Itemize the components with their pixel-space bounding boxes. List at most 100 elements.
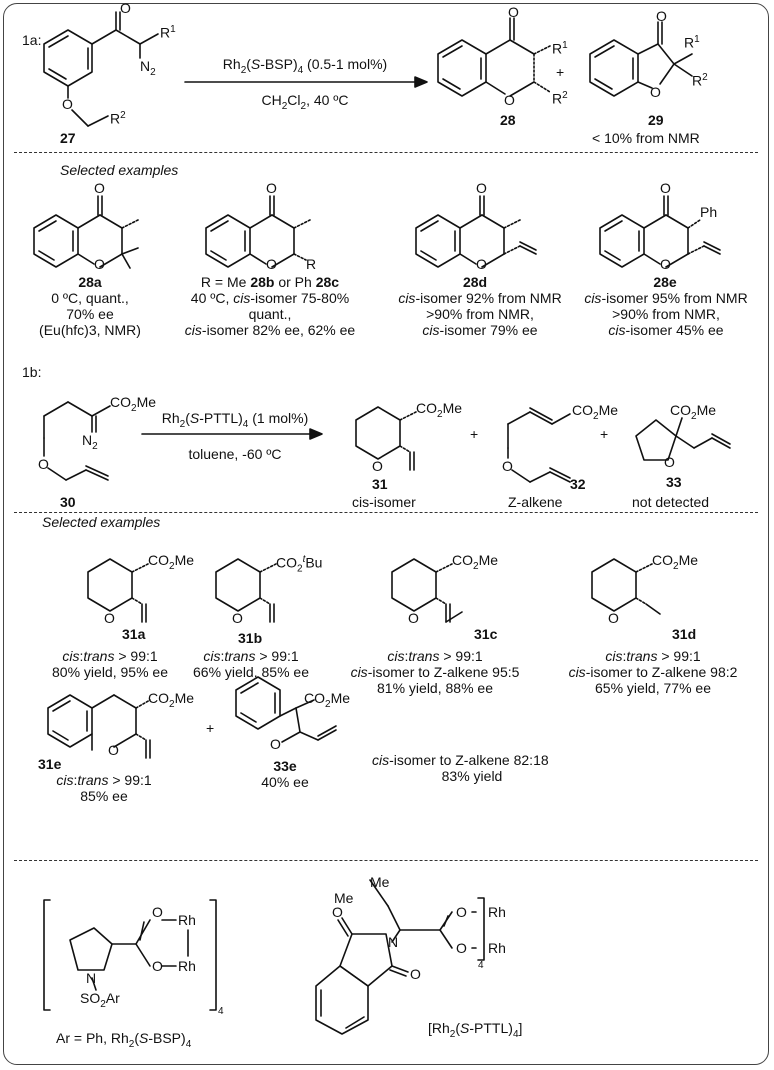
heading-selected-examples-1b: Selected examples xyxy=(42,514,161,530)
co2me-31a: CO2Me xyxy=(148,552,195,572)
atom-o-bsp-2: O xyxy=(152,958,163,974)
atom-o2-28e: O xyxy=(660,256,671,272)
conditions-1a: CH2Cl2, 40 ºC xyxy=(261,92,349,112)
atom-o2-28a: O xyxy=(94,256,105,272)
panel-label-1a: 1a: xyxy=(22,32,42,48)
compound-label-28a: 28a xyxy=(78,274,102,290)
atom-o-27: O xyxy=(120,0,131,16)
note-28a-3: (Eu(hfc)3, NMR) xyxy=(39,322,141,338)
compound-label-27: 27 xyxy=(60,130,76,146)
figure-frame xyxy=(3,3,769,1065)
compound-label-31c: 31c xyxy=(474,626,498,642)
note-28e-2: >90% from NMR, xyxy=(612,306,720,322)
r1-29: R1 xyxy=(684,34,700,51)
rh-bsp-1: Rh xyxy=(178,912,196,928)
atom-o-bsp-1: O xyxy=(152,904,163,920)
atom-o-28a: O xyxy=(94,180,105,196)
ratio-31c: cis:trans > 99:1 xyxy=(387,648,483,664)
co2me-33e: CO2Me xyxy=(304,690,351,710)
compound-label-32: 32 xyxy=(570,476,586,492)
structure-28a xyxy=(33,195,139,269)
structure-31 xyxy=(355,406,417,471)
note-28bc-2: quant., xyxy=(248,306,292,322)
structure-31c xyxy=(391,558,463,623)
yield-31c: 81% yield, 88% ee xyxy=(377,680,493,696)
atom-o-33: O xyxy=(664,454,675,470)
r2-28: R2 xyxy=(552,90,568,107)
compound-label-28e: 28e xyxy=(653,274,677,290)
note-32: Z-alkene xyxy=(508,494,563,510)
atom-o-28: O xyxy=(508,4,519,20)
divider-catalysts xyxy=(14,860,758,861)
plus-31e-33e: + xyxy=(206,720,215,736)
note-29: < 10% from NMR xyxy=(592,130,700,146)
atom-o-31d: O xyxy=(608,610,619,626)
rh-pttl-1: Rh xyxy=(488,904,506,920)
compound-label-31a: 31a xyxy=(122,626,146,642)
structure-28 xyxy=(437,17,551,97)
structure-rh2-s-pttl4 xyxy=(315,879,485,1035)
structure-30 xyxy=(43,401,111,481)
atom-o2-27: O xyxy=(62,96,73,112)
structure-33e xyxy=(235,676,337,743)
selectivity-31c: cis-isomer to Z-alkene 95:5 xyxy=(350,664,520,680)
co2me-30: CO2Me xyxy=(110,394,157,414)
atom-o-29: O xyxy=(656,8,667,24)
co2tbu-31b: CO2tBu xyxy=(276,554,323,575)
ratio-31a: cis:trans > 99:1 xyxy=(62,648,158,664)
atom-n-bsp: N xyxy=(86,970,97,986)
caption-rh2-s-bsp4: Ar = Ph, Rh2(S-BSP)4 xyxy=(56,1030,192,1050)
rh-bsp-2: Rh xyxy=(178,958,196,974)
compound-label-28d: 28d xyxy=(462,274,488,290)
atom-o-33e: O xyxy=(270,736,281,752)
ratio-31e: cis:trans > 99:1 xyxy=(56,772,152,788)
atom-o-28e: O xyxy=(660,180,671,196)
note-28bc-1: 40 ºC, cis-isomer 75-80% xyxy=(190,290,350,306)
rh-pttl-2: Rh xyxy=(488,940,506,956)
plus-1b-2: + xyxy=(600,426,609,442)
atom-o2-28bc: O xyxy=(266,256,277,272)
panel-label-1b: 1b: xyxy=(22,364,42,380)
yield-31b: 66% yield, 85% ee xyxy=(193,664,309,680)
r2-29: R2 xyxy=(692,72,708,89)
r-28bc: R xyxy=(306,256,317,272)
r1-28: R1 xyxy=(552,40,568,57)
compound-label-31e: 31e xyxy=(38,756,62,772)
structure-31a xyxy=(87,558,149,623)
n2-27: N2 xyxy=(140,58,156,78)
atom-o-30: O xyxy=(38,456,49,472)
sub4-pttl: 4 xyxy=(478,960,484,971)
ph-28e: Ph xyxy=(700,204,718,220)
structure-27 xyxy=(43,11,159,127)
structure-31e xyxy=(47,694,151,759)
co2me-31: CO2Me xyxy=(416,400,463,420)
compound-label-30: 30 xyxy=(60,494,76,510)
note-28a-2: 70% ee xyxy=(66,306,114,322)
structure-28d xyxy=(415,195,537,268)
compound-label-29: 29 xyxy=(648,112,664,128)
me-pttl-1: Me xyxy=(370,874,390,890)
yield-31d: 65% yield, 77% ee xyxy=(595,680,711,696)
atom-o-31c: O xyxy=(408,610,419,626)
structure-33 xyxy=(635,417,731,461)
compound-label-28bc: R = Me 28b or Ph 28c xyxy=(200,274,340,290)
atom-o-31b: O xyxy=(232,610,243,626)
co2me-31e: CO2Me xyxy=(148,690,195,710)
note-28d-1: cis-isomer 92% from NMR xyxy=(398,290,562,306)
atom-o-pttl-4: O xyxy=(410,966,421,982)
co2me-32: CO2Me xyxy=(572,402,619,422)
so2ar-bsp: SO2Ar xyxy=(80,990,120,1010)
ratio-31b: cis:trans > 99:1 xyxy=(203,648,299,664)
me-pttl-2: Me xyxy=(334,890,354,906)
caption-rh2-s-pttl4: [Rh2(S-PTTL)4] xyxy=(428,1020,523,1040)
atom-o-32: O xyxy=(502,458,513,474)
atom-o2-28: O xyxy=(504,92,515,108)
compound-label-31b: 31b xyxy=(238,630,263,646)
atom-o-28d: O xyxy=(476,180,487,196)
selectivity-31d: cis-isomer to Z-alkene 98:2 xyxy=(568,664,738,680)
structure-29 xyxy=(589,21,693,97)
plus-1b-1: + xyxy=(470,426,479,442)
n2-30: N2 xyxy=(82,432,98,452)
divider-1b xyxy=(14,512,758,513)
